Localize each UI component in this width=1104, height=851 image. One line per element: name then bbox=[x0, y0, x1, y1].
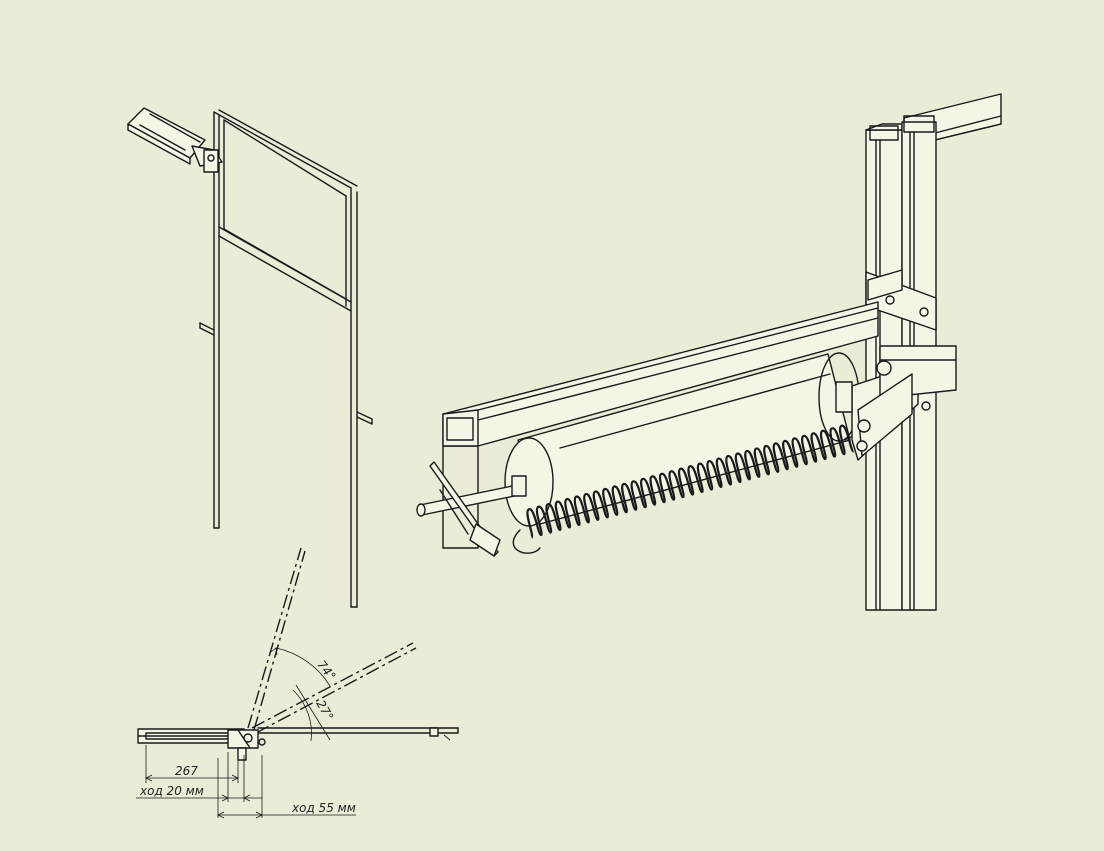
dimension-267 bbox=[145, 745, 239, 783]
angle-arc-74 bbox=[270, 647, 331, 687]
gate-frame-view bbox=[127, 107, 373, 608]
open-position-74 bbox=[247, 547, 306, 731]
detail-main-tube bbox=[442, 301, 879, 549]
frame-stub-right bbox=[356, 411, 373, 425]
dimension-stroke-20 bbox=[136, 752, 262, 802]
frame-stub-left bbox=[199, 322, 215, 336]
detail-bracket bbox=[835, 345, 957, 461]
dimension-label-stroke-20: ход 20 мм bbox=[139, 784, 204, 798]
open-position-27 bbox=[251, 642, 417, 734]
detail-mount-plate bbox=[865, 269, 937, 331]
angle-label-74: 74° bbox=[314, 658, 338, 683]
frame-top-rail bbox=[213, 109, 358, 197]
detail-rod bbox=[416, 461, 527, 557]
latch-mechanism-small bbox=[127, 107, 223, 173]
latch-detail-view bbox=[416, 93, 1002, 611]
plan-view: 74° 27° 267 ход 20 мм ход 55 мм bbox=[136, 547, 459, 819]
dimension-stroke-55 bbox=[217, 755, 356, 819]
dimension-label-stroke-55: ход 55 мм bbox=[291, 801, 356, 815]
dimension-label-267: 267 bbox=[175, 764, 198, 778]
frame-right-post bbox=[350, 187, 358, 608]
frame-left-post bbox=[213, 111, 220, 529]
angle-arc-27 bbox=[292, 684, 331, 742]
closed-position bbox=[257, 727, 459, 741]
latch-top-view bbox=[137, 728, 266, 761]
frame-middle-rail bbox=[218, 226, 352, 312]
